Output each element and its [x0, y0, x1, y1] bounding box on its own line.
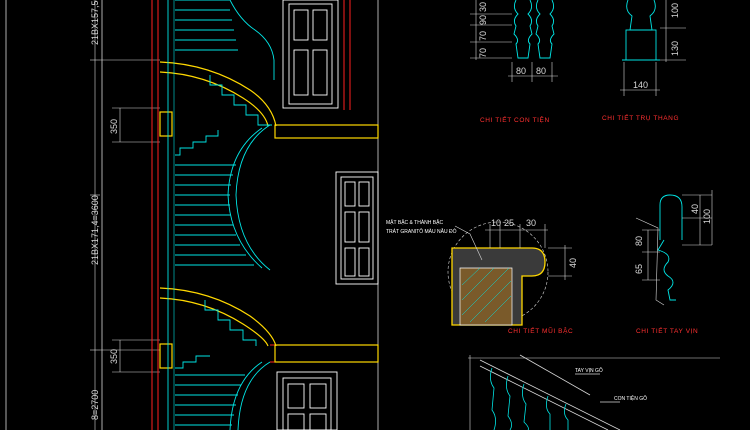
door-upper [282, 0, 339, 109]
con-tien-dim-6: 80 [536, 66, 546, 76]
detail-con-tien: 70 70 90 30 80 80 CHI TIẾT CON TIỆN [470, 0, 558, 124]
hatch-lines [461, 267, 512, 323]
tay-vin-title: CHI TIẾT TAY VỊN [636, 325, 698, 335]
con-tien-dim-5: 80 [516, 66, 526, 76]
baluster-shapes [513, 0, 555, 59]
mui-bac-dim-3: 30 [526, 218, 536, 228]
tay-vin-dim-2: 65 [634, 264, 644, 274]
con-tien-dim-1: 70 [478, 48, 488, 58]
dim-text-middle: 21BX171,4=3600 [90, 195, 100, 265]
tay-vin-dim-3: 40 [690, 204, 700, 214]
landing-dim-upper: 350 [109, 119, 119, 134]
newel-shape [622, 0, 660, 61]
dim-text-top: 21BX157,5= [90, 0, 100, 45]
dimension-chain-left [90, 0, 160, 430]
elevation-balusters [490, 367, 569, 430]
nosing-dims [454, 224, 572, 280]
mui-bac-dim-4: 40 [568, 258, 578, 268]
mui-bac-title: CHI TIẾT MŨI BẬC [508, 325, 573, 335]
door-lower [276, 371, 338, 430]
detail-tru-thang: 100 130 140 CHI TIẾT TRỤ THANG [602, 0, 686, 122]
stair-section: 21BX157,5= 21BX171,4=3600 8=2700 350 350 [5, 0, 379, 430]
mui-bac-dim-2: 25 [504, 218, 514, 228]
handrail-slope [479, 354, 621, 430]
mui-bac-dim-1: 10 [491, 218, 501, 228]
newel-dims [620, 0, 686, 96]
landings [159, 61, 379, 369]
railing-label-tay-vin: TAY VỊN GỖ [575, 367, 603, 374]
dim-text-bottom: 8=2700 [90, 390, 100, 420]
window-middle [335, 171, 379, 285]
mui-bac-note-1: MẶT BẬC & THÀNH BẬC [386, 219, 443, 226]
tru-thang-dim-1: 100 [670, 3, 680, 18]
tru-thang-dim-2: 130 [670, 41, 680, 56]
detail-mui-bac: 10 25 30 40 MẶT BẬC & THÀNH BẬC TRÁT GRA… [386, 218, 578, 335]
tru-thang-dim-3: 140 [633, 80, 648, 90]
railing-label-con-tien: CON TIỆN GỖ [614, 394, 647, 402]
tay-vin-dim-1: 80 [634, 236, 644, 246]
nosing-core-hatch [459, 267, 513, 326]
tru-thang-title: CHI TIẾT TRỤ THANG [602, 112, 679, 122]
con-tien-title: CHI TIẾT CON TIỆN [480, 114, 550, 124]
detail-tay-vin: 80 65 40 100 CHI TIẾT TAY VỊN [634, 190, 713, 335]
railing-elevation: TAY VỊN GỖ CON TIỆN GỖ [468, 354, 720, 430]
stair-flight-upper [175, 0, 275, 271]
handrail-dims [635, 190, 713, 306]
con-tien-dim-2: 70 [478, 31, 488, 41]
handrail-profile [657, 194, 683, 301]
con-tien-dim-4: 30 [478, 2, 488, 12]
stair-flight-lower [175, 300, 271, 430]
con-tien-dims [470, 0, 558, 82]
con-tien-dim-3: 90 [478, 15, 488, 25]
mui-bac-note-2: TRÁT GRANITÔ MÀU NÂU ĐỎ [386, 228, 457, 235]
tay-vin-dim-4: 100 [702, 209, 712, 224]
landing-dim-lower: 350 [109, 349, 119, 364]
